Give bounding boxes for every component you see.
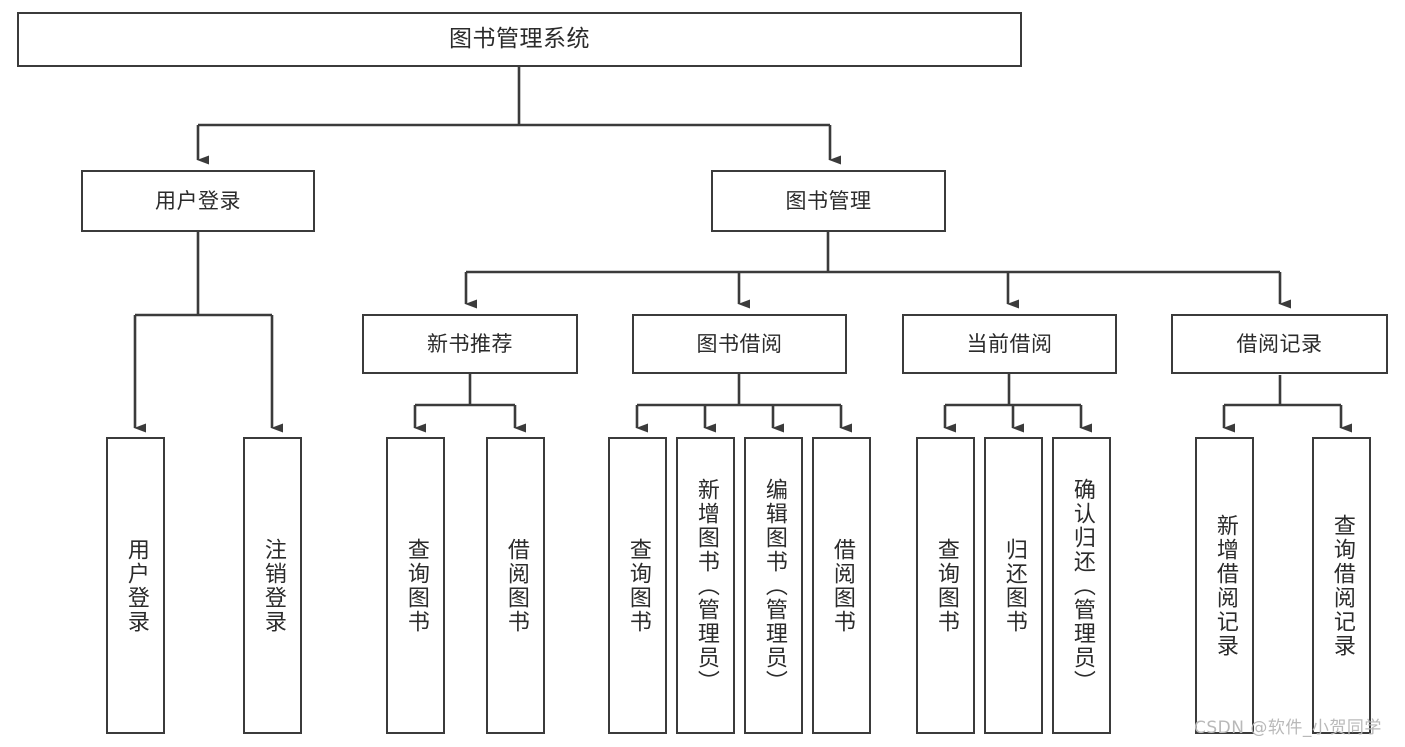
node-book-borrow-label: 图书借阅: [696, 331, 783, 356]
node-leaf-borrow-book[interactable]: 借阅图书: [812, 437, 871, 734]
node-leaf-confirm-return-admin-label: 确认归还（管理员）: [1069, 477, 1095, 694]
node-book-management-label: 图书管理: [785, 188, 872, 213]
node-leaf-confirm-return-admin[interactable]: 确认归还（管理员）: [1052, 437, 1111, 734]
node-leaf-edit-book-admin[interactable]: 编辑图书（管理员）: [744, 437, 803, 734]
node-leaf-logout-login[interactable]: 注销登录: [243, 437, 302, 734]
node-leaf-query-borrow-record[interactable]: 查询借阅记录: [1312, 437, 1371, 734]
node-leaf-user-login-label: 用户登录: [123, 537, 149, 634]
node-user-login[interactable]: 用户登录: [81, 170, 315, 232]
node-leaf-query-book-rec-label: 查询图书: [403, 537, 429, 634]
node-new-book-recommend[interactable]: 新书推荐: [362, 314, 578, 374]
node-root[interactable]: 图书管理系统: [17, 12, 1022, 67]
node-root-label: 图书管理系统: [449, 25, 590, 52]
node-leaf-logout-login-label: 注销登录: [260, 537, 286, 634]
node-leaf-user-login[interactable]: 用户登录: [106, 437, 165, 734]
node-leaf-return-book-label: 归还图书: [1001, 537, 1027, 634]
node-leaf-add-book-admin[interactable]: 新增图书（管理员）: [676, 437, 735, 734]
node-current-borrow-label: 当前借阅: [966, 331, 1053, 356]
node-leaf-return-book[interactable]: 归还图书: [984, 437, 1043, 734]
node-new-book-recommend-label: 新书推荐: [427, 331, 513, 356]
node-borrow-record-label: 借阅记录: [1236, 331, 1323, 356]
node-leaf-query-book-current[interactable]: 查询图书: [916, 437, 975, 734]
node-leaf-add-borrow-record[interactable]: 新增借阅记录: [1195, 437, 1254, 734]
node-leaf-query-book-current-label: 查询图书: [933, 537, 959, 634]
node-user-login-label: 用户登录: [155, 188, 241, 213]
node-current-borrow[interactable]: 当前借阅: [902, 314, 1117, 374]
node-leaf-query-book-rec[interactable]: 查询图书: [386, 437, 445, 734]
node-book-borrow[interactable]: 图书借阅: [632, 314, 847, 374]
node-book-management[interactable]: 图书管理: [711, 170, 946, 232]
node-leaf-add-book-admin-label: 新增图书（管理员）: [693, 477, 719, 694]
node-leaf-query-book-borrow-label: 查询图书: [625, 537, 651, 634]
node-leaf-add-borrow-record-label: 新增借阅记录: [1212, 513, 1238, 658]
node-leaf-query-book-borrow[interactable]: 查询图书: [608, 437, 667, 734]
node-leaf-query-borrow-record-label: 查询借阅记录: [1329, 513, 1355, 658]
node-borrow-record[interactable]: 借阅记录: [1171, 314, 1388, 374]
node-leaf-edit-book-admin-label: 编辑图书（管理员）: [761, 477, 787, 694]
node-leaf-borrow-book-rec[interactable]: 借阅图书: [486, 437, 545, 734]
node-leaf-borrow-book-label: 借阅图书: [829, 537, 855, 634]
node-leaf-borrow-book-rec-label: 借阅图书: [503, 537, 529, 634]
